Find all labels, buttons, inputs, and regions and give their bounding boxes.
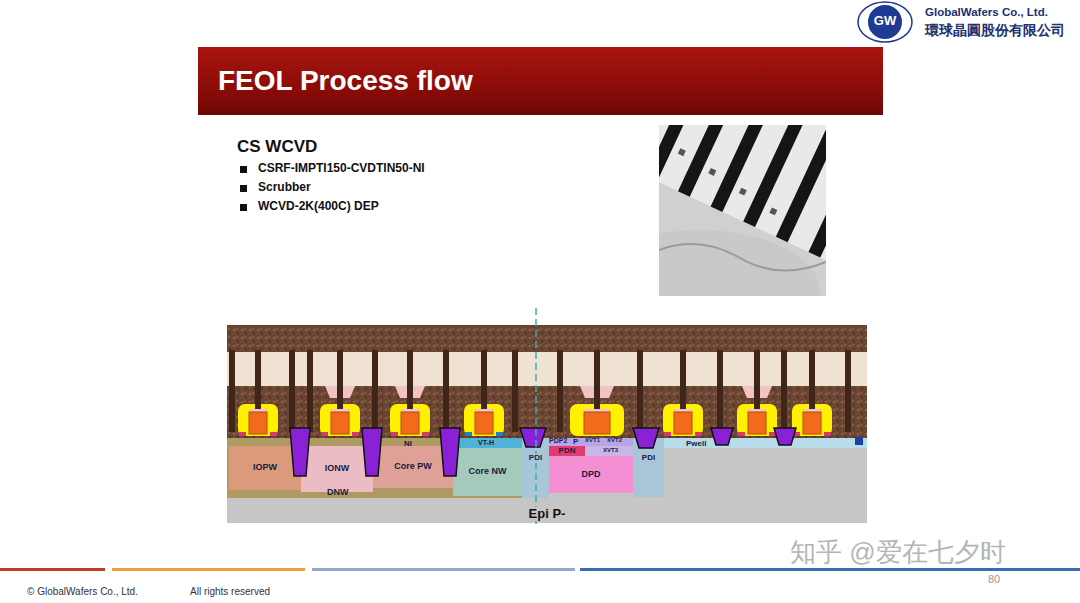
copyright: © GlobalWafers Co., Ltd. bbox=[27, 586, 138, 598]
logo-text: GW bbox=[874, 14, 896, 29]
photodiode-region: DPD bbox=[549, 456, 633, 493]
node-text: DNW bbox=[327, 488, 349, 498]
company-name: 環球晶圓股份有限公司 bbox=[925, 22, 1065, 38]
implant-label: NI bbox=[404, 439, 412, 448]
footer-rule bbox=[0, 568, 105, 571]
implant-label: VT-H bbox=[478, 439, 494, 447]
footer-rule bbox=[112, 568, 305, 571]
bullet-square bbox=[240, 166, 247, 173]
copyright: All rights reserved bbox=[190, 586, 270, 598]
node-text: PDI bbox=[642, 454, 655, 463]
node-text: DPD bbox=[581, 470, 600, 480]
node-text: PDI bbox=[527, 454, 544, 463]
node-text: Core PW bbox=[394, 462, 432, 472]
bullet-text: CSRF-IMPTI150-CVDTIN50-NI bbox=[258, 162, 425, 176]
node-text: IONW bbox=[325, 464, 350, 474]
implant-label: P bbox=[573, 437, 578, 446]
company-name: GlobalWafers Co., Ltd. bbox=[925, 6, 1048, 19]
implant-label: XVT3 bbox=[603, 447, 618, 454]
epi-layer: Epi P- DNW IOPW IONW Core PW Core NW PDI PDN DPD… bbox=[227, 438, 867, 523]
watermark: 知乎 @爱在七夕时 bbox=[790, 538, 1006, 568]
doping-well: IOPW bbox=[229, 446, 301, 490]
node-text: Epi P- bbox=[527, 507, 568, 521]
isolation-implant: PDI bbox=[633, 438, 664, 497]
isolation-implant: PDI bbox=[522, 438, 549, 498]
implant-label: PDP2 bbox=[549, 437, 567, 445]
footer-rule bbox=[580, 568, 1080, 571]
title-bar: FEOL Process flow bbox=[198, 47, 883, 115]
doping-well: IONW bbox=[301, 446, 373, 492]
section-heading: CS WCVD bbox=[237, 137, 317, 157]
bullet-text: WCVD-2K(400C) DEP bbox=[258, 200, 379, 214]
bullet-square bbox=[240, 204, 247, 211]
node-text: PDN bbox=[559, 447, 576, 456]
node-text: Core NW bbox=[469, 467, 507, 477]
implant-label: XVT2 bbox=[607, 437, 622, 444]
well-label: Pwell bbox=[686, 439, 706, 448]
page-number: 80 bbox=[988, 573, 1000, 586]
node-text: IOPW bbox=[253, 463, 277, 473]
implant-label: XVT1 bbox=[585, 437, 600, 444]
footer-rule bbox=[312, 568, 575, 571]
bullet-square bbox=[240, 185, 247, 192]
doping-well: Core PW bbox=[373, 446, 453, 488]
photodiode-implant: PDN bbox=[549, 446, 585, 456]
slide-title: FEOL Process flow bbox=[218, 66, 473, 97]
bullet-text: Scrubber bbox=[258, 181, 311, 195]
doping-well: Core NW bbox=[453, 448, 522, 496]
